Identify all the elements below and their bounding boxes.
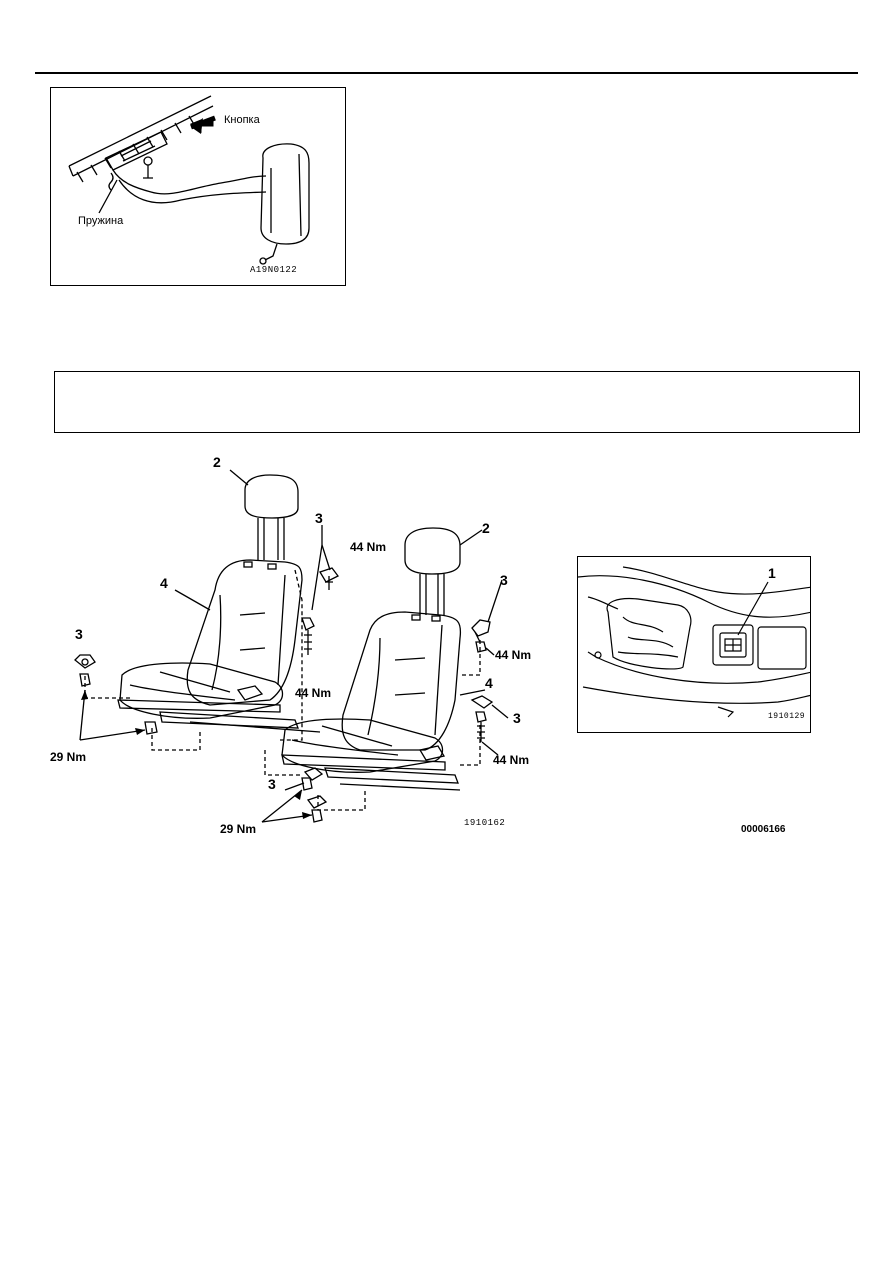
spring-label: Пружина — [78, 215, 124, 227]
torque-29-bottom: 29 Nm — [220, 822, 257, 836]
seats-exploded-figure: 2 2 3 3 3 3 3 4 4 44 Nm 44 Nm 44 Nm 44 N… — [40, 450, 560, 845]
button-label: Кнопка — [224, 114, 260, 126]
callout-2-left: 2 — [213, 454, 221, 470]
torque-29-left: 29 Nm — [50, 750, 87, 764]
callout-3-right-mid: 3 — [513, 710, 521, 726]
callout-3-right-top: 3 — [500, 572, 508, 588]
torque-44-right-bottom: 44 Nm — [493, 753, 530, 767]
seats-illustration — [74, 469, 509, 823]
headrest-illustration — [68, 95, 310, 265]
switch-figure-code: 1910129 — [768, 712, 806, 721]
callout-3-left: 3 — [75, 626, 83, 642]
switch-illustration — [578, 566, 810, 718]
header-rule — [35, 72, 858, 74]
note-box — [54, 371, 860, 433]
callout-4-left: 4 — [160, 575, 168, 591]
torque-44-top: 44 Nm — [350, 540, 387, 554]
callout-3-bottom: 3 — [268, 776, 276, 792]
seats-figure-code: 1910162 — [464, 818, 506, 828]
document-number: 00006166 — [741, 824, 786, 835]
torque-44-right-top: 44 Nm — [495, 648, 532, 662]
callout-4-right: 4 — [485, 675, 493, 691]
headrest-figure: Кнопка Пружина A19N0122 — [50, 87, 346, 286]
torque-44-mid: 44 Nm — [295, 686, 332, 700]
figure-code: A19N0122 — [250, 265, 298, 275]
switch-figure: 1 1910129 — [577, 556, 811, 733]
callout-1: 1 — [768, 565, 776, 581]
callout-2-right: 2 — [482, 520, 490, 536]
callout-3-top: 3 — [315, 510, 323, 526]
